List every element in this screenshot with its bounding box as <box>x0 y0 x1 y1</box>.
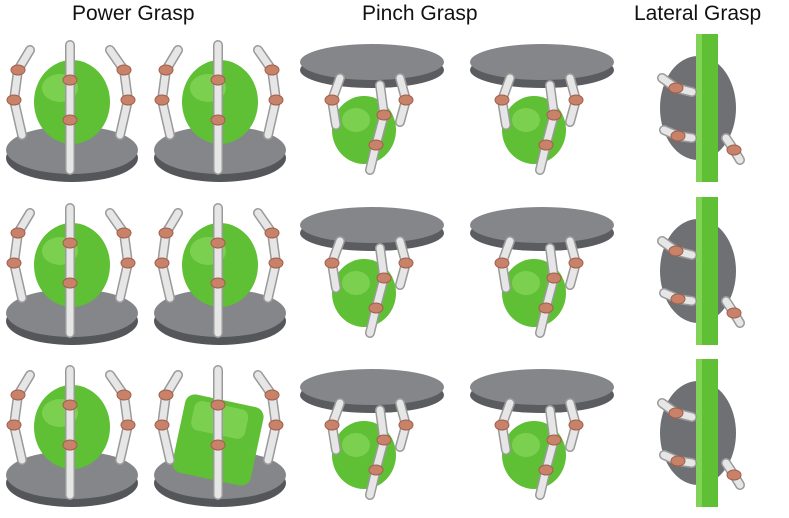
power-grasp-panel <box>148 355 292 515</box>
power-grasp-panel <box>0 193 148 353</box>
power-grasp-render <box>6 203 138 345</box>
lateral-grasp-panel <box>630 30 789 190</box>
header-power-grasp: Power Grasp <box>72 2 195 25</box>
power-grasp-panel <box>148 193 292 353</box>
pinch-grasp-render <box>470 369 614 500</box>
power-grasp-panel <box>0 355 148 515</box>
lateral-grasp-render <box>657 359 745 507</box>
pinch-grasp-panel <box>462 193 627 353</box>
header-pinch-grasp: Pinch Grasp <box>362 2 478 25</box>
pinch-grasp-render <box>300 207 444 338</box>
lateral-grasp-render <box>657 197 745 345</box>
power-grasp-render <box>154 203 286 345</box>
pinch-grasp-panel <box>292 193 457 353</box>
pinch-grasp-panel <box>462 355 627 515</box>
pinch-grasp-render <box>470 44 614 175</box>
lateral-grasp-panel <box>630 193 789 353</box>
lateral-grasp-render <box>657 34 745 182</box>
power-grasp-panel <box>148 30 292 190</box>
power-grasp-render <box>154 365 286 507</box>
pinch-grasp-render <box>300 369 444 500</box>
power-grasp-render <box>6 365 138 507</box>
pinch-grasp-panel <box>292 30 457 190</box>
lateral-grasp-panel <box>630 355 789 515</box>
pinch-grasp-render <box>300 44 444 175</box>
power-grasp-render <box>154 40 286 182</box>
pinch-grasp-panel <box>292 355 457 515</box>
pinch-grasp-panel <box>462 30 627 190</box>
header-lateral-grasp: Lateral Grasp <box>634 2 762 25</box>
power-grasp-panel <box>0 30 148 190</box>
power-grasp-render <box>6 40 138 182</box>
pinch-grasp-render <box>470 207 614 338</box>
